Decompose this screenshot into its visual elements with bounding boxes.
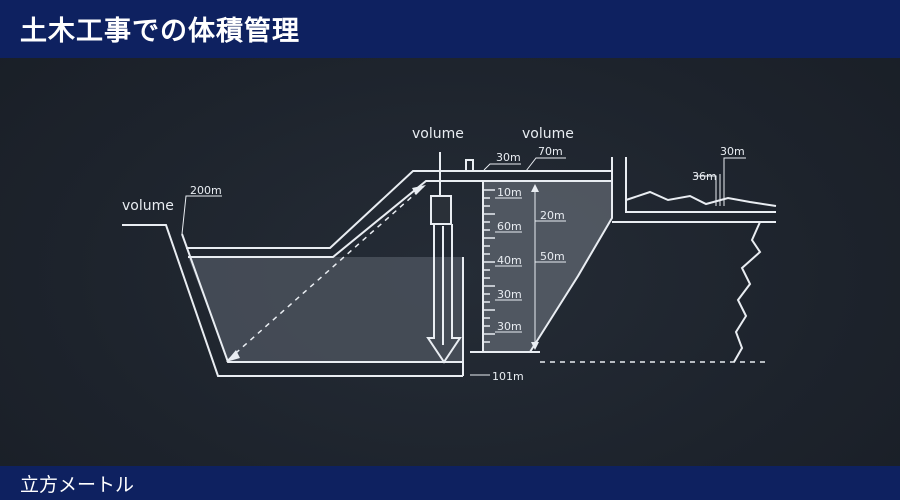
- diagonal-measure: [227, 185, 425, 361]
- pit-outline-outer: [122, 224, 463, 377]
- scale-label: 40m: [497, 254, 522, 267]
- label-101m: 101m: [492, 370, 524, 383]
- excavation-fill: [188, 257, 463, 361]
- label-200m: 200m: [190, 184, 222, 197]
- scale-label: 10m: [497, 186, 522, 199]
- terrain-profile: [625, 190, 777, 207]
- diagonal-arrow-bottom: [226, 350, 240, 362]
- unit-label: 立方メートル: [20, 474, 135, 496]
- right-scale-label: 20m: [540, 209, 565, 222]
- diagonal-arrow-top: [412, 185, 426, 195]
- tank-right-wall: [529, 157, 613, 353]
- probe-arrow-body: [426, 224, 462, 364]
- scale-label: 30m: [497, 288, 522, 301]
- header-bar: 土木工事での体積管理: [0, 0, 900, 58]
- page-title: 土木工事での体積管理: [20, 16, 300, 47]
- pit-outline-inner: [181, 233, 463, 363]
- probe-sensor: [430, 195, 452, 225]
- label-volume-probe: volume: [412, 126, 464, 142]
- slope-inner: [188, 180, 612, 258]
- dim-arrow-bottom: [531, 342, 539, 350]
- right-scale-label: 50m: [540, 250, 565, 263]
- slope-outer: [186, 170, 612, 249]
- scale-label: 30m: [497, 320, 522, 333]
- ground-right: [625, 157, 776, 213]
- probe-cap: [465, 159, 474, 172]
- label-70m: 70m: [538, 145, 563, 158]
- label-volume-left: volume: [122, 198, 174, 214]
- label-volume-tank: volume: [522, 126, 574, 142]
- measuring-tank-fill: [483, 181, 612, 352]
- break-line: [733, 221, 762, 363]
- label-30m-right: 30m: [720, 145, 745, 158]
- scale-label: 60m: [497, 220, 522, 233]
- excavation-volume-diagram: volume volume volume 200m 30m 70m 30m 36…: [122, 126, 777, 383]
- dim-arrow-top: [531, 184, 539, 192]
- scale-ruler: [483, 189, 495, 343]
- label-36m: 36m: [692, 170, 717, 183]
- label-30m-top: 30m: [496, 151, 521, 164]
- footer-bar: 立方メートル: [0, 466, 900, 500]
